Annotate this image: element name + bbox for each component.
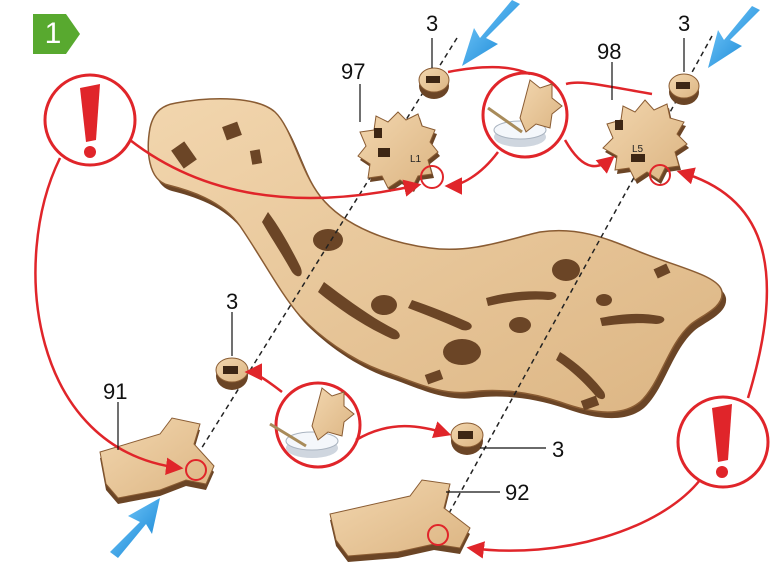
gear-98-mark: L5 (632, 144, 644, 155)
label-spacer-mid-left: 3 (226, 290, 238, 314)
insert-arrow-icon-top-left (462, 0, 520, 66)
gear-98 (603, 100, 689, 184)
spacer-top-right (669, 74, 699, 105)
label-spacer-top-right: 3 (678, 12, 690, 36)
insert-arrow-icon-bottom (110, 498, 160, 558)
gear-97 (358, 112, 440, 192)
label-part-92: 92 (505, 481, 529, 505)
step-number: 1 (38, 14, 68, 54)
spacer-top-left (419, 68, 449, 99)
label-part-98: 98 (597, 40, 621, 64)
glue-detail-top (483, 73, 567, 157)
glue-detail-bottom (270, 383, 360, 467)
insert-arrow-icon-top-right (708, 6, 760, 68)
label-part-97: 97 (341, 60, 365, 84)
spacer-mid-right (451, 423, 483, 455)
label-part-91: 91 (103, 380, 127, 404)
warning-callout-right (678, 397, 768, 487)
label-spacer-top-left: 3 (426, 12, 438, 36)
gear-97-mark: L1 (410, 154, 422, 165)
label-spacer-mid-right: 3 (552, 438, 564, 462)
spacer-mid-left (216, 358, 248, 390)
warning-callout-left (45, 75, 135, 165)
